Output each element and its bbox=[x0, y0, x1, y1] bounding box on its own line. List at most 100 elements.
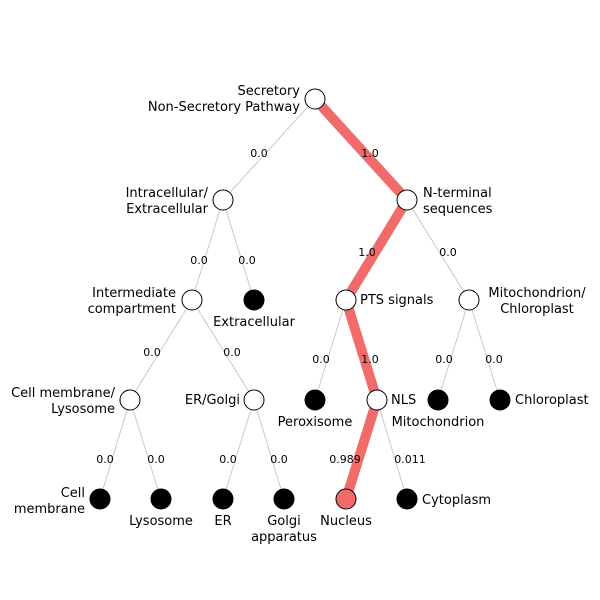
edges-layer bbox=[99, 95, 501, 501]
node-intra-extra[interactable] bbox=[212, 189, 234, 211]
edge-probability-mito-chloro: 0.0 bbox=[439, 246, 457, 259]
node-chloroplast[interactable] bbox=[489, 389, 511, 411]
node-label-line: ER bbox=[214, 514, 231, 529]
edge-er-golgi-to-golgi bbox=[253, 399, 285, 500]
edge-probability-nterm: 1.0 bbox=[361, 147, 379, 160]
node-label-line: Cytoplasm bbox=[422, 493, 491, 508]
node-label-line: Extracellular bbox=[213, 315, 296, 330]
node-label-lysosome: Lysosome bbox=[129, 514, 193, 529]
edge-probability-cytoplasm: 0.011 bbox=[394, 453, 426, 466]
node-label-line: N-terminal bbox=[423, 186, 492, 201]
node-label-line: membrane bbox=[14, 502, 85, 517]
edge-root-to-nterm bbox=[311, 95, 411, 204]
edge-pts-to-nls bbox=[341, 298, 382, 402]
edge-intra-extra-to-intermediate bbox=[191, 199, 224, 301]
edge-root-to-intra-extra bbox=[222, 98, 316, 201]
edge-probability-pts: 1.0 bbox=[358, 246, 376, 259]
node-label-mitochondrion: Mitochondrion bbox=[392, 415, 485, 430]
node-mitochondrion[interactable] bbox=[427, 389, 449, 411]
node-lysosome[interactable] bbox=[150, 488, 172, 510]
edge-cellmem-lyso-to-cell-membrane bbox=[99, 399, 131, 500]
node-label-line: Peroxisome bbox=[278, 415, 353, 430]
edge-probability-intermediate: 0.0 bbox=[190, 254, 208, 267]
node-nucleus[interactable] bbox=[335, 488, 357, 510]
edge-probability-nucleus: 0.989 bbox=[329, 453, 361, 466]
node-label-extracellular: Extracellular bbox=[213, 315, 296, 330]
edge-probability-extracellular: 0.0 bbox=[238, 254, 256, 267]
edge-probability-er: 0.0 bbox=[219, 453, 237, 466]
edge-probability-peroxisome: 0.0 bbox=[312, 353, 330, 366]
node-label-line: Secretory bbox=[237, 84, 300, 99]
edge-probability-golgi: 0.0 bbox=[270, 453, 288, 466]
node-label-line: Extracellular bbox=[126, 202, 209, 217]
edge-probability-er-golgi: 0.0 bbox=[223, 346, 241, 359]
node-label-line: Golgi bbox=[267, 514, 301, 529]
node-label-line: Lysosome bbox=[129, 514, 193, 529]
node-label-mito-chloro: Mitochondrion/Chloroplast bbox=[488, 286, 586, 317]
node-label-line: apparatus bbox=[251, 530, 317, 545]
edge-er-golgi-to-er bbox=[222, 399, 255, 500]
node-extracellular[interactable] bbox=[243, 289, 265, 311]
node-label-peroxisome: Peroxisome bbox=[278, 415, 353, 430]
node-label-chloroplast: Chloroplast bbox=[515, 393, 589, 408]
node-intermediate[interactable] bbox=[181, 289, 203, 311]
node-label-line: sequences bbox=[423, 202, 493, 217]
node-label-line: Mitochondrion bbox=[392, 415, 485, 430]
node-label-nucleus: Nucleus bbox=[320, 514, 372, 529]
node-cell-membrane[interactable] bbox=[89, 488, 111, 510]
node-nls[interactable] bbox=[366, 389, 388, 411]
node-label-intra-extra: Intracellular/Extracellular bbox=[126, 186, 209, 217]
edge-pts-to-peroxisome bbox=[314, 299, 347, 401]
node-label-line: PTS signals bbox=[360, 293, 434, 308]
node-mito-chloro[interactable] bbox=[458, 289, 480, 311]
node-label-line: Intracellular/ bbox=[126, 186, 209, 201]
node-er[interactable] bbox=[212, 488, 234, 510]
node-label-line: Cell bbox=[61, 486, 85, 501]
edge-nterm-to-pts bbox=[341, 197, 412, 303]
node-pts[interactable] bbox=[335, 289, 357, 311]
node-label-line: ER/Golgi bbox=[185, 393, 240, 408]
node-cytoplasm[interactable] bbox=[396, 488, 418, 510]
edge-probability-chloroplast: 0.0 bbox=[485, 353, 503, 366]
edge-intermediate-to-er-golgi bbox=[191, 299, 255, 401]
edge-cellmem-lyso-to-lysosome bbox=[129, 399, 162, 500]
edge-probability-intra-extra: 0.0 bbox=[250, 147, 268, 160]
node-label-line: Lysosome bbox=[51, 402, 115, 417]
node-cellmem-lyso[interactable] bbox=[119, 389, 141, 411]
edge-probability-nls: 1.0 bbox=[361, 353, 379, 366]
edge-mito-chloro-to-mitochondrion bbox=[437, 299, 470, 401]
edge-intra-extra-to-extracellular bbox=[222, 199, 255, 301]
edge-labels-layer: 0.0 1.0 0.0 0.0 1.0 0.0 0.0 0.0 0.0 1.0 0.0 0.0 0.0 0… bbox=[96, 147, 503, 466]
node-label-er-golgi: ER/Golgi bbox=[185, 393, 240, 408]
node-label-pts: PTS signals bbox=[360, 293, 434, 308]
node-label-line: NLS bbox=[391, 393, 416, 408]
edge-nls-to-nucleus bbox=[341, 398, 382, 501]
node-root[interactable] bbox=[304, 88, 326, 110]
edge-probability-cellmem-lyso: 0.0 bbox=[143, 346, 161, 359]
node-label-cytoplasm: Cytoplasm bbox=[422, 493, 491, 508]
node-label-line: Non-Secretory Pathway bbox=[148, 100, 300, 115]
edge-probability-mitochondrion: 0.0 bbox=[435, 353, 453, 366]
edge-nls-to-cytoplasm bbox=[376, 399, 408, 500]
node-label-line: Chloroplast bbox=[515, 393, 589, 408]
edge-probability-cell-membrane: 0.0 bbox=[96, 453, 114, 466]
node-golgi[interactable] bbox=[273, 488, 295, 510]
node-peroxisome[interactable] bbox=[304, 389, 326, 411]
node-label-line: Cell membrane/ bbox=[11, 386, 116, 401]
node-label-line: Intermediate bbox=[92, 286, 176, 301]
edge-mito-chloro-to-chloroplast bbox=[468, 299, 501, 401]
edge-intermediate-to-cellmem-lyso bbox=[129, 299, 193, 401]
edge-nterm-to-mito-chloro bbox=[406, 199, 470, 301]
node-label-er: ER bbox=[214, 514, 231, 529]
node-nterm[interactable] bbox=[396, 189, 418, 211]
node-label-line: Nucleus bbox=[320, 514, 372, 529]
node-er-golgi[interactable] bbox=[243, 389, 265, 411]
nodes-layer bbox=[89, 88, 511, 510]
